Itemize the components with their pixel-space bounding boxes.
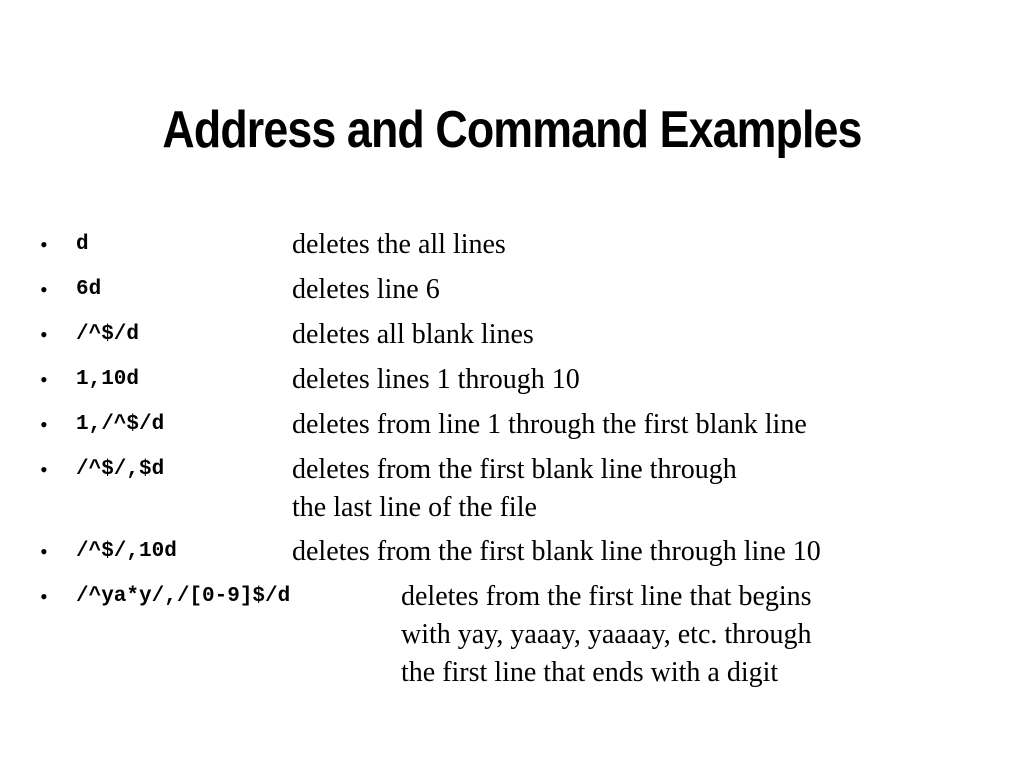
description-line: the first line that ends with a digit: [401, 657, 779, 688]
description-text: deletes all blank lines: [292, 316, 534, 354]
bullet-icon: •: [40, 277, 48, 302]
description-line: the last line of the file: [292, 492, 537, 523]
bullet-icon: •: [40, 367, 48, 392]
description-text: deletes from the first blank line throug…: [292, 533, 821, 571]
bullet-icon: •: [40, 232, 48, 257]
description-line: deletes lines 1 through 10: [292, 364, 580, 395]
description-line: deletes from the first blank line throug…: [292, 454, 737, 485]
description-text: deletes lines 1 through 10: [292, 361, 580, 399]
command-text: 1,10d: [76, 368, 140, 391]
description-line: deletes from the first blank line throug…: [292, 536, 821, 567]
bullet-icon: •: [40, 539, 48, 564]
description-line: deletes from the first line that begins: [401, 581, 812, 612]
description-text: deletes from the first blank line throug…: [292, 451, 737, 527]
description-line: with yay, yaaay, yaaaay, etc. through: [401, 619, 812, 650]
command-text: 1,/^$/d: [76, 413, 165, 436]
command-text: /^$/d: [76, 323, 140, 346]
command-text: /^$/,10d: [76, 540, 177, 563]
command-text: 6d: [76, 278, 102, 301]
command-text: /^ya*y/,/[0-9]$/d: [76, 585, 291, 608]
description-line: deletes line 6: [292, 274, 440, 305]
bullet-icon: •: [40, 457, 48, 482]
command-text: /^$/,$d: [76, 458, 165, 481]
description-line: deletes the all lines: [292, 229, 506, 260]
bullet-icon: •: [40, 412, 48, 437]
description-text: deletes from line 1 through the first bl…: [292, 406, 807, 444]
bullet-icon: •: [40, 584, 48, 609]
bullet-icon: •: [40, 322, 48, 347]
description-text: deletes the all lines: [292, 226, 506, 264]
command-text: d: [76, 233, 89, 256]
description-text: deletes from the first line that begins …: [401, 578, 812, 692]
description-text: deletes line 6: [292, 271, 440, 309]
description-line: deletes from line 1 through the first bl…: [292, 409, 807, 440]
description-line: deletes all blank lines: [292, 319, 534, 350]
slide-title: Address and Command Examples: [162, 101, 862, 159]
